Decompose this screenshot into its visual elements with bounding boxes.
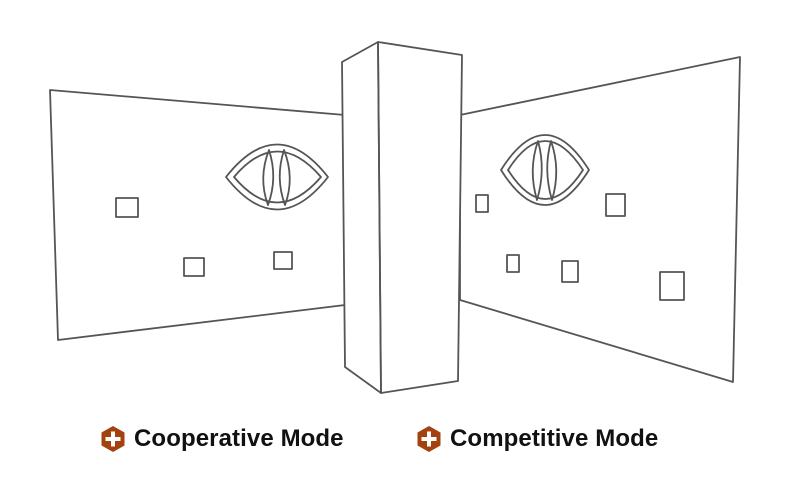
left-wall-marker (115, 197, 139, 218)
right-wall-outline (459, 56, 741, 383)
right-eye-emblem (500, 134, 590, 206)
competitive-mode-option[interactable]: Competitive Mode (416, 425, 658, 453)
center-pillar (341, 41, 463, 394)
left-eye-emblem (225, 143, 329, 211)
plus-hexagon-icon (417, 426, 441, 452)
right-wall-marker (475, 194, 489, 213)
right-wall-panel (459, 56, 741, 383)
left-wall-marker (273, 251, 293, 270)
competitive-mode-label: Competitive Mode (450, 425, 659, 452)
right-wall-marker (506, 254, 520, 273)
pillar-side-face (341, 41, 382, 394)
left-wall-outline (49, 89, 346, 341)
right-wall-marker (605, 193, 626, 217)
left-wall-marker (183, 257, 205, 277)
left-wall-panel (49, 89, 346, 341)
plus-hexagon-icon (101, 426, 125, 452)
cooperative-mode-option[interactable]: Cooperative Mode (100, 425, 344, 453)
cooperative-mode-label: Cooperative Mode (134, 425, 344, 452)
right-wall-marker (659, 271, 685, 301)
right-wall-marker (561, 260, 579, 283)
